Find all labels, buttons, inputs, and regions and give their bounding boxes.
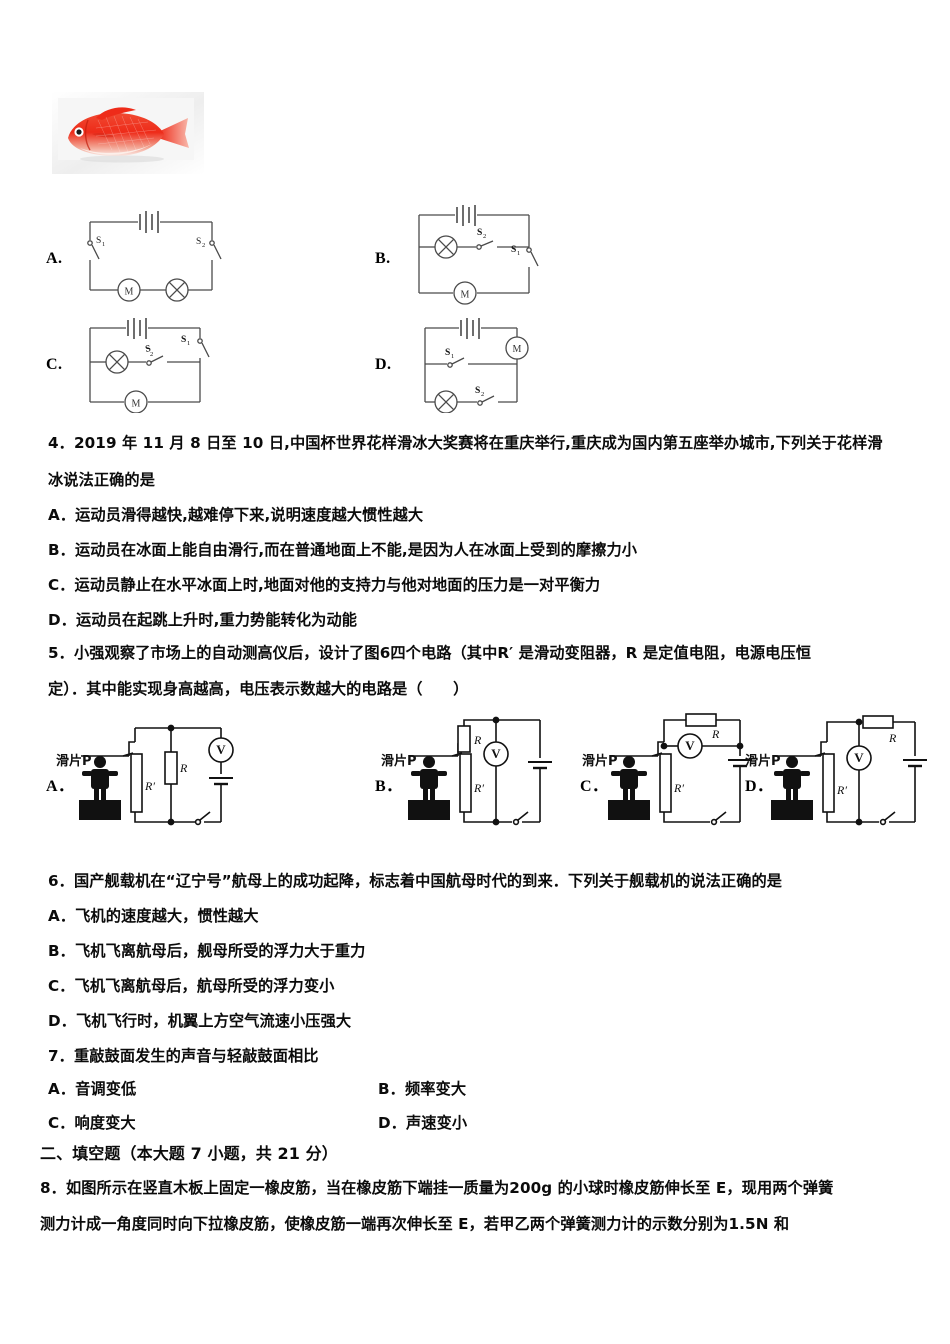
q5-b-slider-label: 滑片P xyxy=(381,754,417,769)
svg-text:R′: R′ xyxy=(473,781,484,795)
question6-option-a: A．飞机的速度越大，惯性越大 xyxy=(48,907,259,925)
q3-option-a-letter: A. xyxy=(46,250,63,267)
svg-text:V: V xyxy=(854,750,864,765)
question5-stem-line1: 5．小强观察了市场上的自动测高仪后，设计了图6四个电路（其中R′ 是滑动变阻器，… xyxy=(48,644,812,662)
question5-stem-line2: 定）．其中能实现身高越高，电压表示数越大的电路是（ ） xyxy=(48,680,469,698)
svg-text:R: R xyxy=(179,761,188,775)
svg-text:R′: R′ xyxy=(673,781,684,795)
circuit-b-svg: M S 2 S 1 xyxy=(418,205,539,305)
q3-option-d-circuit: D. xyxy=(375,318,665,413)
svg-text:R: R xyxy=(711,727,720,741)
svg-text:S: S xyxy=(477,228,482,238)
question4-option-a: A．运动员滑得越快,越难停下来,说明速度越大惯性越大 xyxy=(48,506,424,524)
section2-heading: 二、填空题（本大题 7 小题，共 21 分） xyxy=(40,1144,338,1163)
red-fish-icon xyxy=(52,92,204,174)
svg-text:2: 2 xyxy=(202,242,205,249)
question4-option-d: D．运动员在起跳上升时,重力势能转化为动能 xyxy=(48,611,358,629)
svg-text:1: 1 xyxy=(187,340,190,347)
question4-stem-line2: 冰说法正确的是 xyxy=(48,471,156,489)
height-meter-d-svg: V R′ R xyxy=(771,715,927,826)
svg-text:S: S xyxy=(511,245,516,255)
question4-option-b: B．运动员在冰面上能自由滑行,而在普通地面上不能,是因为人在冰面上受到的摩擦力小 xyxy=(48,541,638,559)
q3-option-d-letter: D. xyxy=(375,356,392,373)
svg-text:S: S xyxy=(96,236,101,246)
circuit-a-svg: M S 1 S 2 xyxy=(87,211,222,302)
question8-line1: 8．如图所示在竖直木板上固定一橡皮筋，当在橡皮筋下端挂一质量为200g 的小球时… xyxy=(40,1179,834,1197)
svg-text:M: M xyxy=(125,287,134,298)
question4-stem-line1: 4．2019 年 11 月 8 日至 10 日,中国杯世界花样滑冰大奖赛将在重庆… xyxy=(48,434,883,452)
q5-option-a-circuit: A． xyxy=(46,712,286,837)
q3-option-c-circuit: C. xyxy=(46,318,336,413)
svg-text:2: 2 xyxy=(150,351,153,358)
height-meter-b-svg: V R′ R xyxy=(408,716,552,826)
q5-c-slider-label: 滑片P xyxy=(582,754,618,769)
question7-option-a: A．音调变低 xyxy=(48,1080,137,1098)
question4-option-c: C．运动员静止在水平冰面上时,地面对他的支持力与他对地面的压力是一对平衡力 xyxy=(48,576,601,594)
svg-text:R′: R′ xyxy=(836,783,847,797)
svg-text:M: M xyxy=(132,399,141,410)
q3-option-b-circuit: B. xyxy=(375,205,665,310)
svg-text:R: R xyxy=(888,731,897,745)
svg-text:1: 1 xyxy=(102,241,105,248)
svg-text:1: 1 xyxy=(451,353,454,360)
question7-option-b: B．频率变大 xyxy=(378,1080,467,1098)
circuit-c-svg: M S 2 S 1 xyxy=(89,318,210,413)
q5-a-slider-label: 滑片P xyxy=(56,754,92,769)
svg-text:2: 2 xyxy=(481,391,484,398)
svg-text:2: 2 xyxy=(483,233,486,240)
svg-text:R: R xyxy=(473,733,482,747)
svg-text:V: V xyxy=(685,738,695,753)
svg-text:S: S xyxy=(475,386,480,396)
fish-photo xyxy=(52,92,204,174)
svg-text:S: S xyxy=(145,344,152,355)
question6-option-b: B．飞机飞离航母后，舰母所受的浮力大于重力 xyxy=(48,942,366,960)
svg-text:S: S xyxy=(445,348,450,358)
question7-option-c: C．响度变大 xyxy=(48,1114,136,1132)
q3-option-c-letter: C. xyxy=(46,356,63,373)
question7-option-d: D．声速变小 xyxy=(378,1114,468,1132)
svg-text:S: S xyxy=(181,335,186,345)
height-meter-a-svg: V R′ R xyxy=(79,724,234,826)
question6-option-c: C．飞机飞离航母后，航母所受的浮力变小 xyxy=(48,977,335,995)
svg-text:M: M xyxy=(513,344,522,355)
svg-text:V: V xyxy=(491,746,501,761)
q5-option-b-letter: B． xyxy=(375,778,403,795)
svg-text:V: V xyxy=(216,742,226,757)
question8-line2: 测力计成一角度同时向下拉橡皮筋，使橡皮筋一端再次伸长至 E，若甲乙两个弹簧测力计… xyxy=(40,1215,790,1233)
q5-option-d-circuit: D． xyxy=(745,712,950,837)
question7-stem: 7．重敲鼓面发生的声音与轻敲鼓面相比 xyxy=(48,1047,319,1065)
q5-d-slider-label: 滑片P xyxy=(745,754,781,769)
question6-option-d: D．飞机飞行时，机翼上方空气流速小压强大 xyxy=(48,1012,352,1030)
svg-text:R′: R′ xyxy=(144,779,155,793)
q3-option-a-circuit: A. xyxy=(46,210,336,310)
question6-stem: 6．国产舰载机在“辽宁号”航母上的成功起降，标志着中国航母时代的到来．下列关于舰… xyxy=(48,872,783,890)
q5-option-b-circuit: B． xyxy=(375,712,595,837)
q5-option-c-circuit: C． xyxy=(580,712,790,837)
svg-text:1: 1 xyxy=(517,250,520,257)
q3-option-b-letter: B. xyxy=(375,250,391,267)
circuit-d-svg: M S 1 S 2 xyxy=(424,318,529,413)
q5-option-a-letter: A． xyxy=(46,778,75,795)
svg-text:M: M xyxy=(461,290,470,301)
height-meter-c-svg: V R′ R xyxy=(608,713,752,826)
q5-option-d-letter: D． xyxy=(745,778,774,795)
svg-text:S: S xyxy=(196,237,201,247)
q5-option-c-letter: C． xyxy=(580,778,609,795)
